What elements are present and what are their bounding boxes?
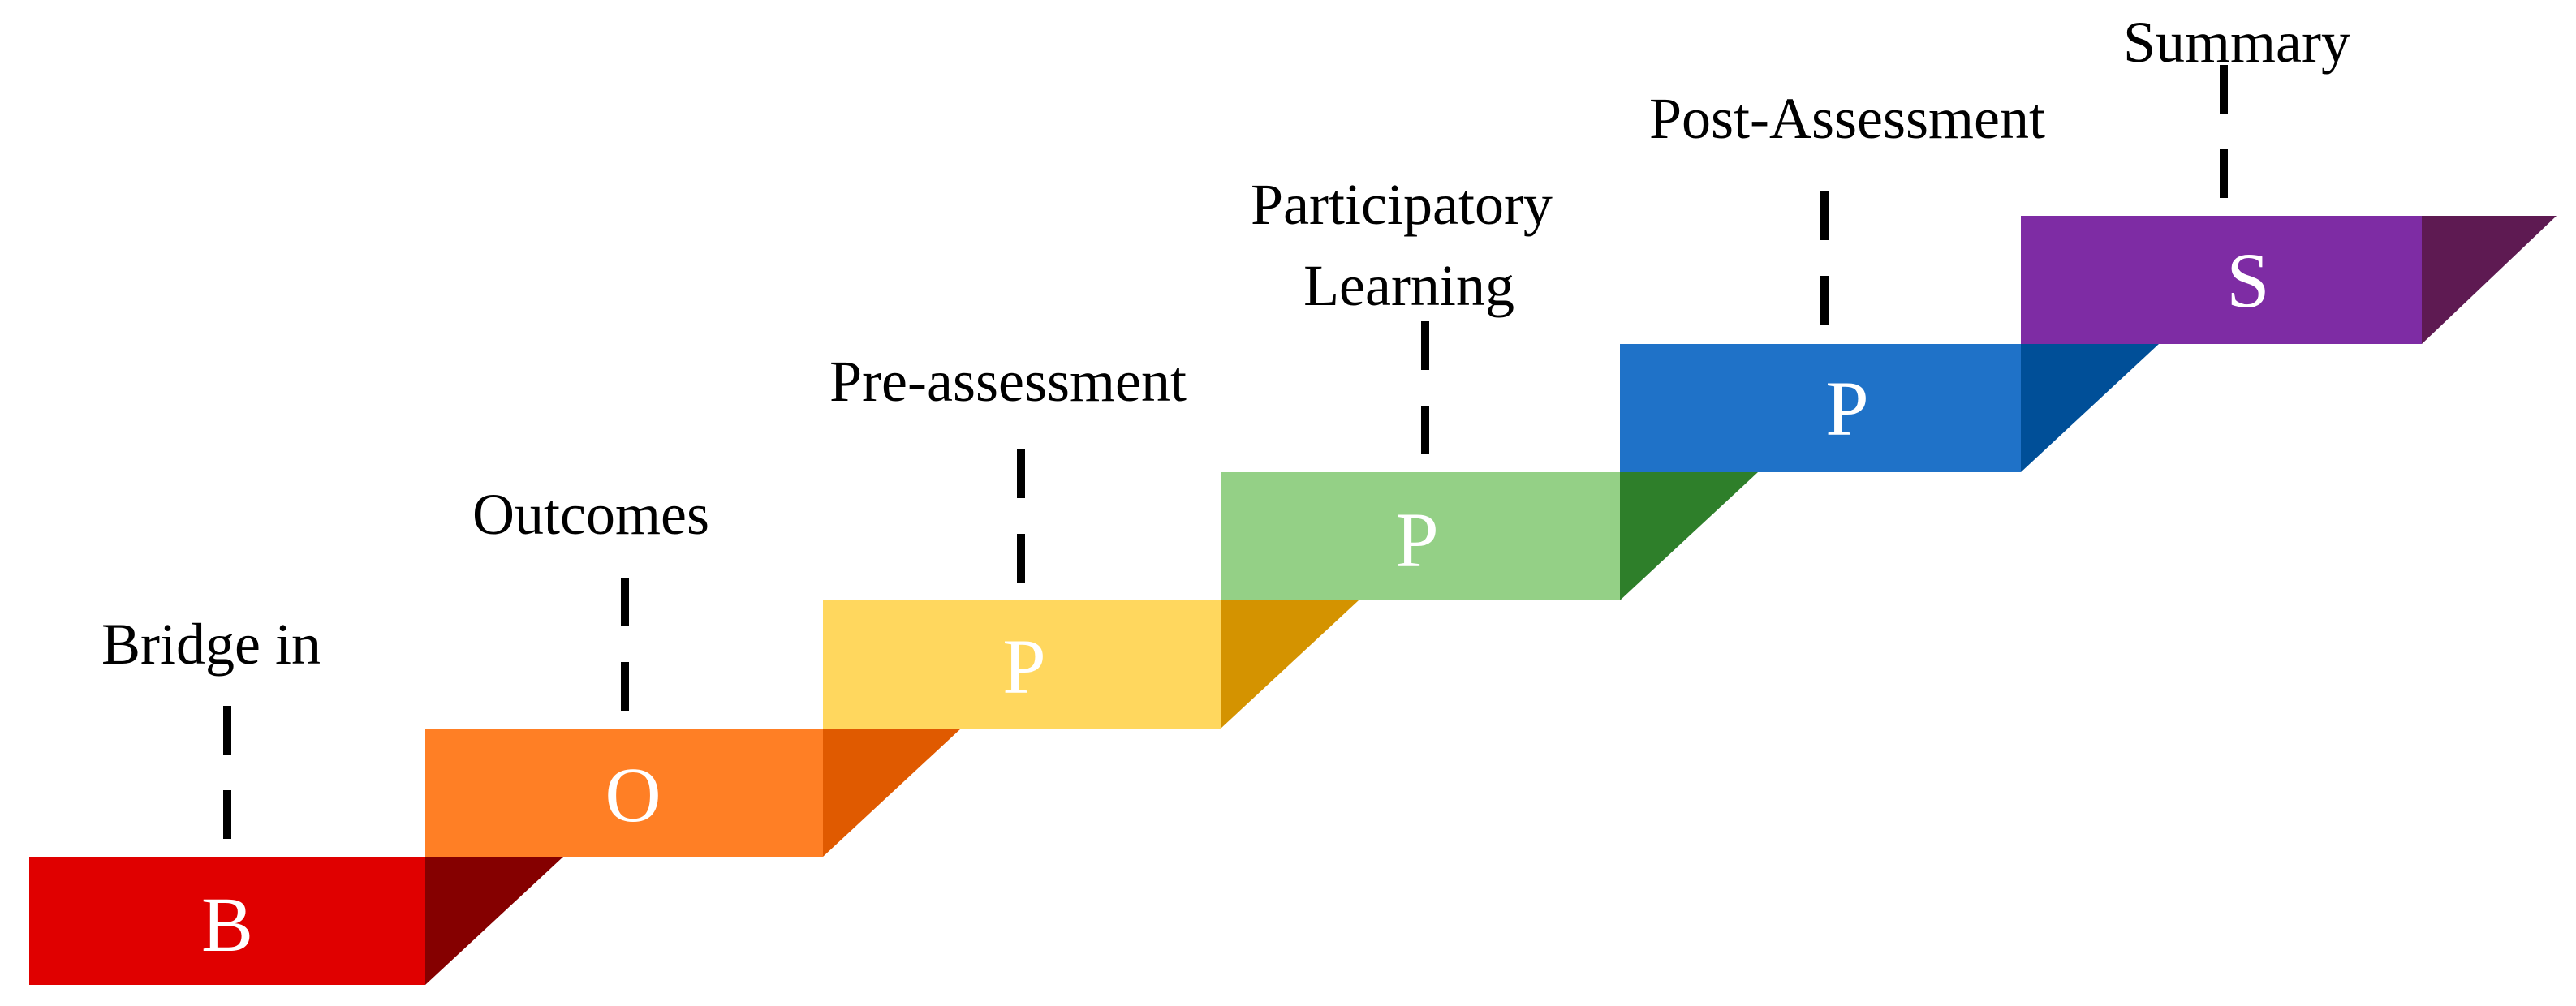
- step-label: Summary: [2123, 10, 2350, 75]
- step-side-face: [823, 729, 961, 857]
- step-participatory-learning: P Participatory Learning: [1221, 172, 1758, 600]
- step-side-face: [2422, 216, 2557, 344]
- step-label: Bridge in: [101, 612, 321, 677]
- step-front-face: [2021, 216, 2422, 344]
- step-letter: P: [1395, 497, 1438, 583]
- step-side-face: [1620, 472, 1758, 600]
- step-summary: S Summary: [2021, 10, 2557, 344]
- step-label: Post-Assessment: [1649, 86, 2045, 151]
- step-letter: P: [1825, 365, 1868, 452]
- step-letter: S: [2226, 237, 2269, 324]
- step-front-face: [823, 600, 1221, 729]
- step-front-face: [1221, 472, 1620, 600]
- step-letter: B: [201, 881, 253, 968]
- step-label: Participatory Learning: [1251, 172, 1567, 318]
- step-label: Pre-assessment: [829, 349, 1187, 414]
- step-side-face: [1221, 600, 1359, 729]
- step-side-face: [425, 857, 563, 985]
- step-letter: P: [1002, 623, 1045, 710]
- step-bridge-in: B Bridge in: [29, 612, 563, 985]
- step-outcomes: O Outcomes: [425, 482, 961, 857]
- step-pre-assessment: P Pre-assessment: [823, 349, 1359, 729]
- step-front-face: [425, 729, 823, 857]
- step-post-assessment: P Post-Assessment: [1620, 86, 2159, 472]
- step-front-face: [29, 857, 425, 985]
- step-side-face: [2021, 344, 2159, 472]
- step-letter: O: [605, 751, 661, 838]
- step-front-face: [1620, 344, 2021, 472]
- step-label: Outcomes: [472, 482, 709, 547]
